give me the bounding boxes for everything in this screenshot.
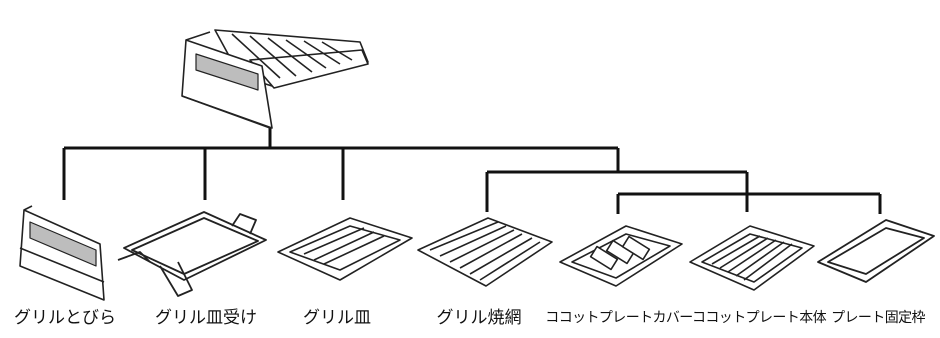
label-grill-door: グリルとびら	[14, 308, 116, 328]
assembled-grill-drawer	[181, 29, 369, 129]
grill-rack-illustration	[417, 217, 553, 287]
label-cocotte-plate-cover: ココットプレートカバー	[545, 310, 693, 326]
grill-pan-holder-illustration	[117, 211, 267, 297]
cocotte-plate-cover-illustration	[559, 225, 683, 287]
label-grill-pan-holder: グリル皿受け	[155, 308, 257, 328]
tree-connectors	[62, 120, 882, 214]
grill-pan-illustration	[277, 217, 413, 281]
label-plate-fixing-frame: プレート固定枠	[831, 310, 925, 326]
label-cocotte-plate-body: ココットプレート本体	[692, 310, 827, 326]
plate-fixing-frame-illustration	[817, 219, 935, 283]
label-grill-pan: グリル皿	[303, 308, 371, 328]
label-grill-rack: グリル焼網	[436, 308, 522, 328]
grill-door-illustration	[19, 205, 105, 301]
cocotte-plate-body-illustration	[689, 225, 815, 291]
